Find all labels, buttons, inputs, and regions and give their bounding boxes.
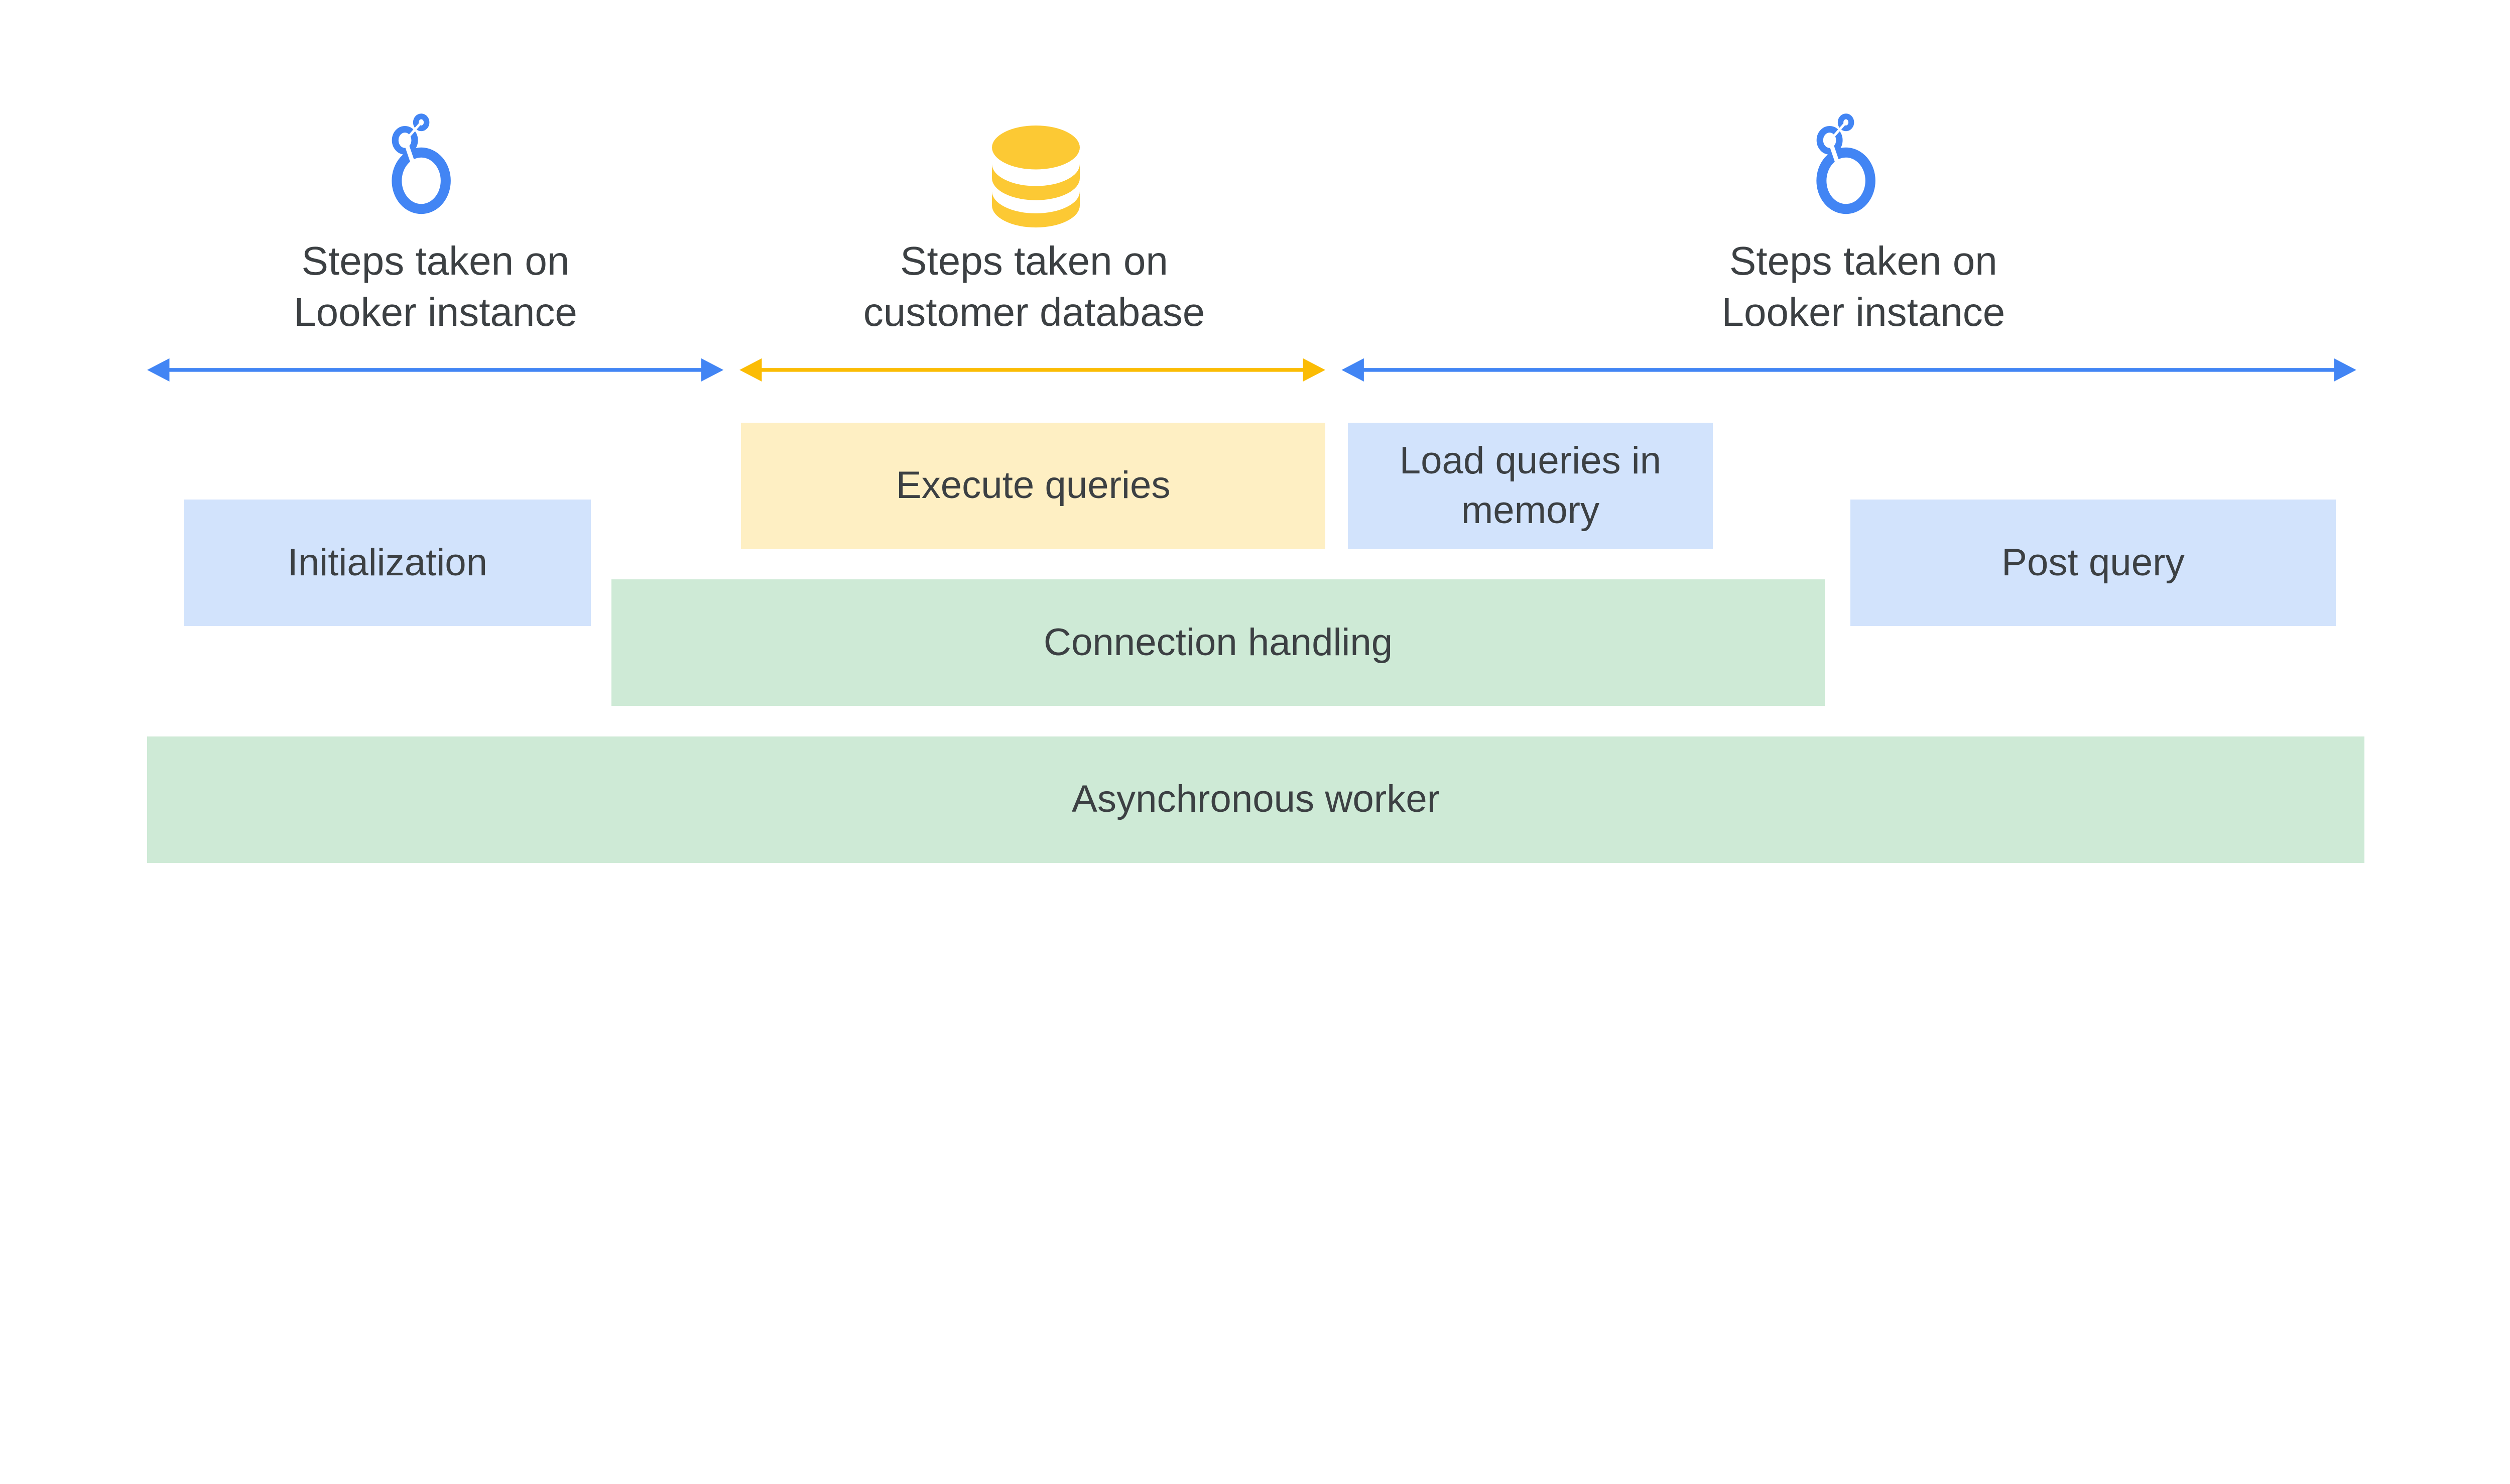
double-arrow-looker-1 [147, 358, 724, 382]
initialization-box: Initialization [184, 500, 591, 626]
header-line-1: Steps taken on [1729, 238, 1997, 284]
execute-queries-box: Execute queries [741, 422, 1325, 549]
double-arrow-database [739, 358, 1325, 382]
initialization-label: Initialization [287, 541, 488, 584]
section-header-looker-1: Steps taken on Looker instance [185, 235, 687, 338]
section-header-looker-2: Steps taken on Looker instance [1612, 235, 2114, 338]
asynchronous-worker-box: Asynchronous worker [147, 736, 2364, 863]
post-query-label: Post query [2001, 541, 2185, 584]
diagram: Steps taken on Looker instance Steps tak… [147, 113, 2364, 863]
load-queries-box: Load queries in memory [1348, 422, 1713, 549]
header-line-2: Looker instance [294, 290, 577, 335]
load-queries-label-line2: memory [1461, 488, 1600, 532]
database-icon [992, 126, 1080, 228]
looker-logo-icon [1816, 113, 1875, 214]
double-arrow-looker-2 [1341, 358, 2356, 382]
load-queries-label-line1: Load queries in [1399, 439, 1662, 482]
asynchronous-worker-label: Asynchronous worker [1071, 778, 1440, 821]
execute-queries-label: Execute queries [896, 464, 1171, 507]
post-query-box: Post query [1850, 500, 2336, 626]
header-line-1: Steps taken on [900, 238, 1168, 284]
connection-handling-label: Connection handling [1043, 621, 1393, 664]
header-line-1: Steps taken on [301, 238, 570, 284]
arrows [147, 358, 2356, 382]
header-line-2: customer database [863, 290, 1205, 335]
looker-logo-icon [392, 113, 451, 214]
connection-handling-box: Connection handling [611, 579, 1825, 706]
section-header-database: Steps taken on customer database [783, 235, 1285, 338]
header-line-2: Looker instance [1721, 290, 2005, 335]
